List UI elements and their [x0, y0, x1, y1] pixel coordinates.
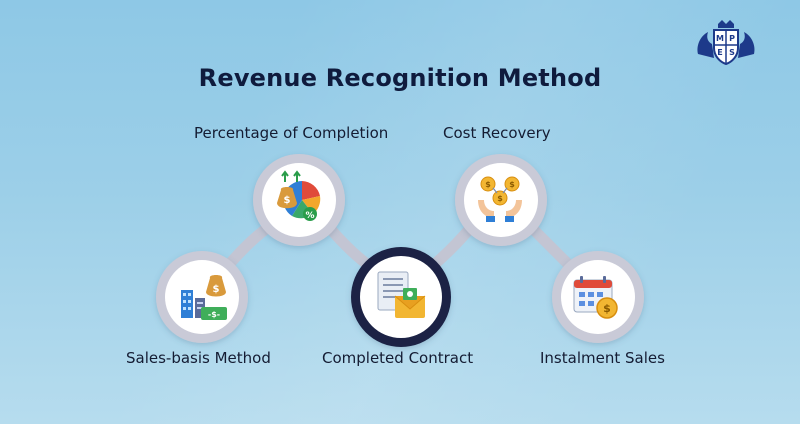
connector-1: [220, 220, 276, 274]
pie-chart-money-icon: $ %: [277, 170, 321, 221]
svg-text:$: $: [509, 180, 515, 189]
connector-4: [524, 220, 578, 274]
svg-text:-$-: -$-: [208, 310, 220, 319]
svg-text:S: S: [729, 48, 735, 57]
svg-text:%: %: [305, 211, 314, 221]
label-sales-basis: Sales-basis Method: [126, 349, 271, 367]
building-money-icon: $ -$-: [181, 275, 227, 320]
svg-text:$: $: [213, 284, 220, 295]
svg-text:$: $: [497, 194, 503, 203]
svg-text:M: M: [716, 34, 724, 43]
connector-2: [322, 220, 378, 274]
label-completed-contract: Completed Contract: [322, 349, 474, 367]
svg-text:E: E: [717, 48, 722, 57]
label-percentage-completion: Percentage of Completion: [194, 124, 389, 142]
svg-text:$: $: [485, 180, 491, 189]
node-sales-basis: [156, 251, 248, 343]
page-title: Revenue Recognition Method: [198, 64, 602, 92]
svg-text:$: $: [284, 195, 291, 206]
contract-envelope-icon: [377, 271, 426, 318]
calendar-coin-icon: $: [573, 276, 618, 319]
hands-coins-icon: $ $ $: [478, 176, 522, 222]
mpes-crest-logo: M P E S: [697, 20, 755, 66]
svg-text:$: $: [603, 302, 611, 315]
label-cost-recovery: Cost Recovery: [443, 124, 551, 142]
svg-text:P: P: [729, 34, 735, 43]
label-instalment-sales: Instalment Sales: [540, 349, 665, 367]
